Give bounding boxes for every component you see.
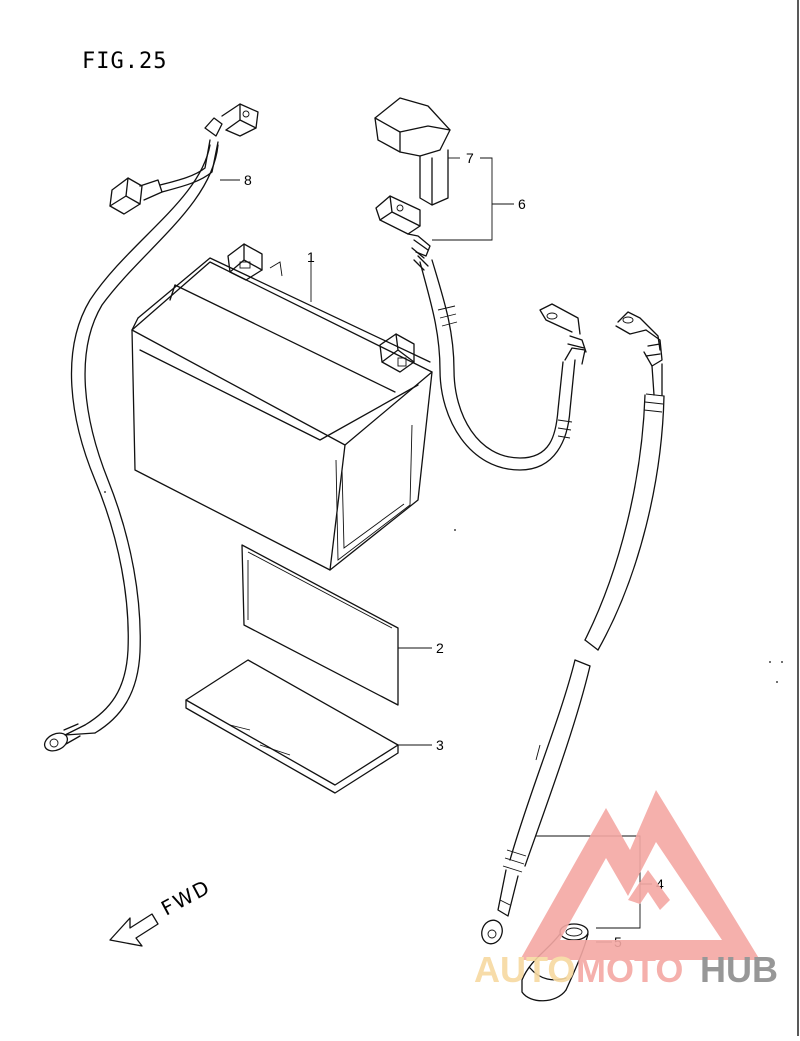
positive-cable-6 bbox=[375, 195, 587, 471]
scan-specks bbox=[104, 491, 783, 683]
callout-1: 1 bbox=[307, 249, 315, 265]
callout-6: 6 bbox=[518, 196, 526, 212]
fwd-indicator: FWD bbox=[109, 874, 215, 947]
watermark-logo: AUTO MOTO HUB bbox=[474, 790, 778, 990]
negative-cable-4 bbox=[481, 311, 665, 945]
leader-lines bbox=[220, 157, 652, 943]
battery-pad-3 bbox=[185, 659, 399, 794]
figure-title: FIG.25 bbox=[82, 49, 167, 74]
callout-4: 4 bbox=[656, 876, 664, 892]
watermark-hub: HUB bbox=[700, 949, 778, 990]
terminal-cover-7 bbox=[374, 97, 451, 206]
watermark-auto: AUTO bbox=[474, 949, 575, 990]
fwd-label: FWD bbox=[157, 874, 215, 920]
arrow-left-icon bbox=[109, 913, 159, 947]
battery-1 bbox=[131, 243, 433, 571]
callout-3: 3 bbox=[436, 737, 444, 753]
logo-triangle-icon bbox=[520, 790, 760, 960]
battery-pad-2 bbox=[241, 544, 399, 706]
callout-2: 2 bbox=[436, 640, 444, 656]
callout-7: 7 bbox=[466, 150, 474, 166]
watermark-moto: MOTO bbox=[576, 949, 683, 990]
ground-wire-8 bbox=[43, 103, 259, 752]
callout-8: 8 bbox=[244, 172, 252, 188]
